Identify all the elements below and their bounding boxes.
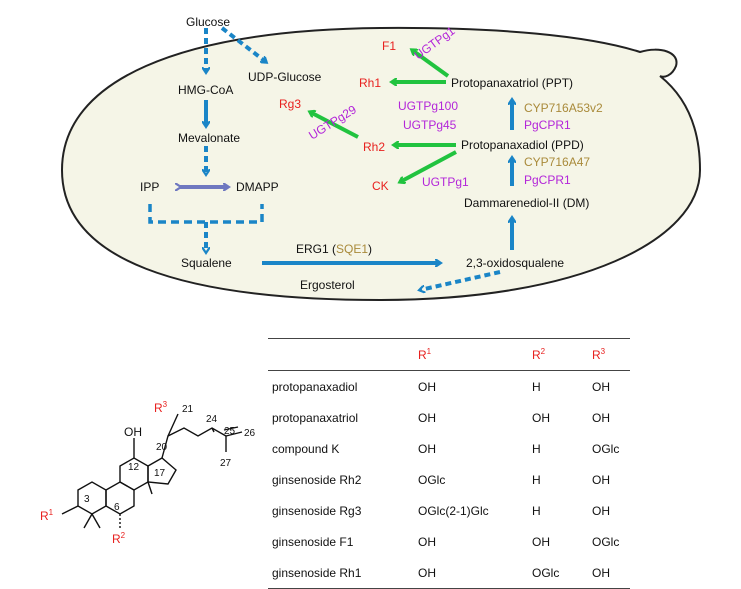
cell-r1: OGlc(2-1)Glc — [418, 503, 489, 518]
table-row: protopanaxadiol OH H OH — [268, 371, 630, 403]
table-header-r2: R2 — [532, 338, 592, 371]
label-udp-glucose: UDP-Glucose — [248, 70, 322, 84]
cell-r2: H — [532, 379, 541, 394]
cell-r1: OH — [418, 557, 532, 589]
cell-name: protopanaxadiol — [272, 379, 358, 394]
label-ergosterol: Ergosterol — [300, 278, 355, 292]
structure-num-12: 12 — [128, 462, 140, 473]
structure-num-21: 21 — [182, 404, 194, 415]
pathway-diagram: Glucose UDP-Glucose HMG-CoA Mevalonate I… — [60, 15, 702, 302]
structure-num-6: 6 — [114, 502, 120, 513]
cell-name: compound K — [272, 441, 340, 456]
cell-r3: OH — [592, 557, 630, 589]
cell-r1: OH — [418, 379, 436, 394]
label-squalene: Squalene — [181, 256, 232, 270]
table-header-r1: R1 — [418, 338, 532, 371]
table-header-row: R1 R2 R3 — [268, 338, 630, 371]
label-dammarenediol: Dammarenediol-II (DM) — [464, 196, 589, 210]
cell-r3: OGlc — [592, 534, 620, 549]
arrow-oxidosqualene-ergosterol — [420, 270, 501, 290]
label-oxidosqualene: 2,3-oxidosqualene — [466, 256, 564, 270]
label-ipp: IPP — [140, 180, 159, 194]
label-rh2: Rh2 — [363, 140, 385, 154]
label-f1: F1 — [382, 39, 396, 53]
label-hmg-coa: HMG-CoA — [178, 83, 233, 97]
structure-oh: OH — [124, 425, 142, 439]
cell-r2: H — [532, 472, 541, 487]
label-cyp716a53v2: CYP716A53v2 — [524, 101, 603, 115]
cell-r2: OH — [532, 534, 550, 549]
arrow-rh2-rg3 — [310, 112, 359, 139]
table-row: ginsenoside F1 OH OH OGlc — [268, 526, 630, 557]
ginsenoside-core-structure: OH R3 R1 R2 3 6 12 17 20 21 24 25 26 27 — [40, 400, 256, 546]
structure-r2: R2 — [112, 531, 126, 546]
structure-num-25: 25 — [224, 426, 236, 437]
label-protopanaxatriol: Protopanaxatriol (PPT) — [451, 76, 573, 90]
cell-name: ginsenoside F1 — [272, 534, 354, 549]
arrow-ppt-f1 — [412, 50, 450, 78]
table-header-name — [268, 338, 418, 371]
label-ck: CK — [372, 179, 389, 193]
structure-r3: R3 — [154, 400, 168, 415]
cell-r3: OH — [592, 503, 610, 518]
label-mevalonate: Mevalonate — [178, 131, 240, 145]
label-glucose: Glucose — [186, 15, 230, 29]
cell-r1: OH — [418, 441, 436, 456]
label-ugtpg1-ck: UGTPg1 — [422, 175, 469, 189]
structure-num-27: 27 — [220, 458, 232, 469]
cell-r2: OGlc — [532, 557, 592, 589]
label-ugtpg45: UGTPg45 — [403, 118, 457, 132]
label-ugtpg100: UGTPg100 — [398, 99, 458, 113]
yeast-cell — [60, 26, 702, 302]
structure-r1: R1 — [40, 508, 54, 523]
cell-r1: OH — [418, 534, 436, 549]
structure-num-17: 17 — [154, 468, 166, 479]
cell-r3: OH — [592, 410, 610, 425]
structure-num-24: 24 — [206, 414, 218, 425]
structure-num-3: 3 — [84, 494, 90, 505]
arrow-ppd-ck — [400, 150, 457, 182]
label-cyp716a47: CYP716A47 — [524, 155, 590, 169]
table-row: ginsenoside Rh2 OGlc H OH — [268, 464, 630, 495]
cell-name: ginsenoside Rh1 — [268, 557, 418, 589]
cell-r3: OH — [592, 472, 610, 487]
cell-name: ginsenoside Rg3 — [272, 503, 362, 518]
cell-r2: OH — [532, 410, 550, 425]
structure-num-20: 20 — [156, 442, 168, 453]
table-row: protopanaxatriol OH OH OH — [268, 402, 630, 433]
ginsenoside-substituent-table: R1 R2 R3 protopanaxadiol OH H OH protopa… — [268, 338, 630, 589]
cell-r3: OGlc — [592, 441, 620, 456]
structure-num-26: 26 — [244, 428, 256, 439]
cell-name: ginsenoside Rh2 — [272, 472, 362, 487]
label-pgcpr1-upper: PgCPR1 — [524, 118, 571, 132]
label-protopanaxadiol: Protopanaxadiol (PPD) — [461, 138, 584, 152]
cell-r3: OH — [592, 379, 610, 394]
label-rh1: Rh1 — [359, 76, 381, 90]
label-pgcpr1-lower: PgCPR1 — [524, 173, 571, 187]
cell-r2: H — [532, 503, 541, 518]
cell-r1: OGlc — [418, 472, 446, 487]
table-row: ginsenoside Rg3 OGlc(2-1)Glc H OH — [268, 495, 630, 526]
label-rg3: Rg3 — [279, 97, 301, 111]
cell-r1: OH — [418, 410, 436, 425]
cell-r2: H — [532, 441, 541, 456]
label-dmapp: DMAPP — [236, 180, 279, 194]
label-erg1: ERG1 (SQE1) — [296, 242, 372, 256]
cell-name: protopanaxatriol — [272, 410, 359, 425]
table-row: ginsenoside Rh1 OH OGlc OH — [268, 557, 630, 589]
table-header-r3: R3 — [592, 338, 630, 371]
table-row: compound K OH H OGlc — [268, 433, 630, 464]
